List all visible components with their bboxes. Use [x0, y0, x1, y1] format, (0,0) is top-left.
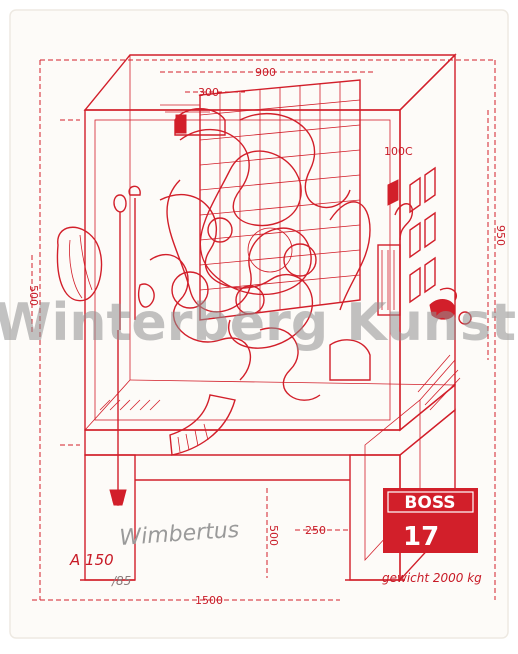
dimension-lines	[31, 59, 496, 601]
dim-leg-height: 500	[267, 525, 280, 546]
dim-left-height: 500	[27, 285, 40, 306]
label-title: BOSS	[404, 493, 455, 513]
label-number: 17	[403, 522, 439, 552]
dim-top-inner: 300	[198, 86, 219, 99]
side-windows	[387, 166, 436, 304]
boss-label: BOSS 17	[383, 488, 478, 553]
watermark: Winterberg Kunst	[0, 293, 516, 353]
edition-number: A 150	[69, 551, 114, 569]
dim-top-width: 900	[255, 66, 276, 79]
tangled-machinery	[56, 104, 472, 506]
dim-bottom-width: 1500	[195, 594, 223, 607]
edition-fraction: /85	[111, 574, 131, 588]
dim-leg-gap: 250	[305, 524, 326, 537]
dim-right-height: 950	[494, 225, 507, 246]
dim-tag: 100C	[384, 145, 413, 158]
weight-text: gewicht 2000 kg	[382, 571, 482, 585]
